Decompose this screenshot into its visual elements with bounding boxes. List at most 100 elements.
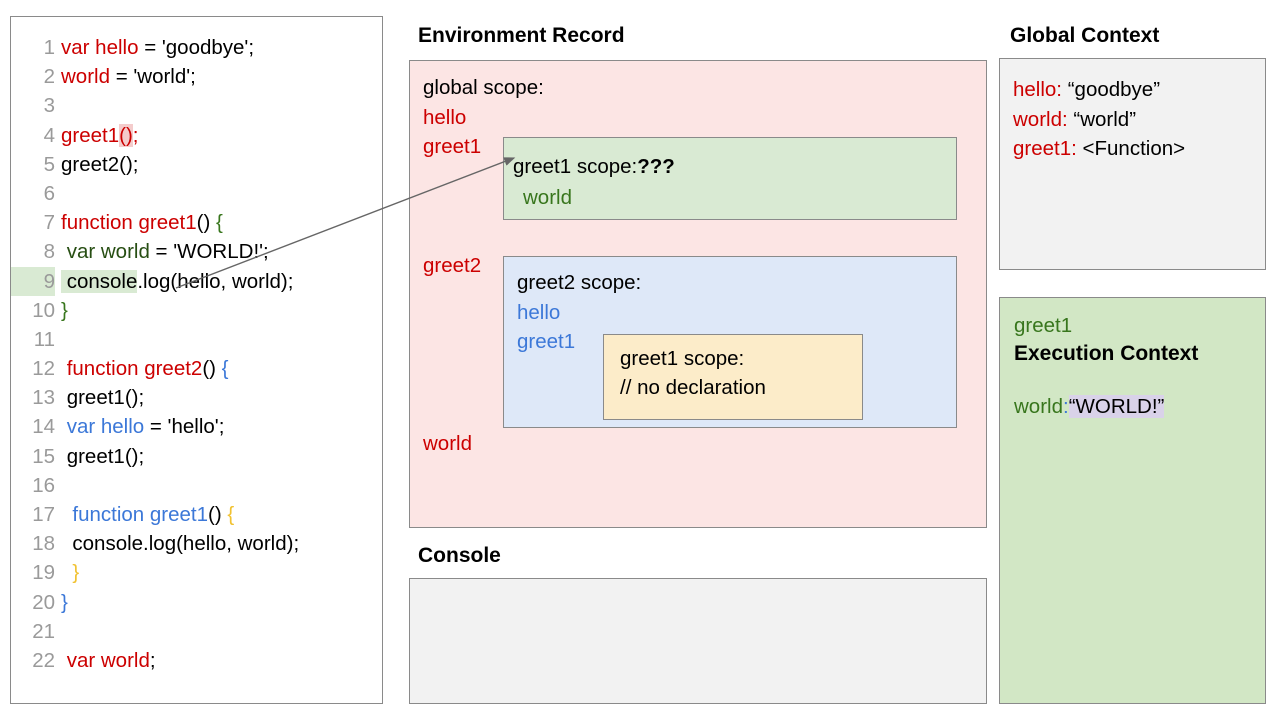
global-context-entry: world: “world” — [1013, 105, 1265, 135]
code-token: function greet1 — [61, 503, 209, 526]
inner-greet1-scope-note: // no declaration — [620, 376, 766, 399]
code-line-text — [55, 94, 61, 117]
line-number: 15 — [32, 444, 55, 468]
code-token: function greet1 — [61, 211, 197, 235]
code-line-text — [55, 182, 61, 205]
global-binding-greet1: greet1 — [423, 135, 482, 158]
code-line-text: function greet2() { — [55, 357, 229, 380]
global-binding-world: world — [423, 432, 472, 455]
code-token: var world — [61, 240, 150, 264]
code-line-text — [55, 328, 61, 351]
line-number: 3 — [43, 94, 55, 118]
code-line: 11 — [11, 325, 382, 354]
code-line: 15 greet1(); — [11, 442, 382, 471]
line-number: 20 — [32, 590, 55, 614]
console-output-box[interactable] — [409, 578, 987, 704]
greet1-scope-header: greet1 scope:??? — [513, 155, 675, 179]
code-line: 6 — [11, 179, 382, 208]
code-token: greet1 — [61, 123, 120, 147]
code-line-text: greet1(); — [55, 123, 139, 147]
code-token: } — [61, 561, 80, 585]
code-line: 21 — [11, 617, 382, 646]
code-line: 9 console.log(hello, world); — [11, 266, 382, 296]
code-line-text — [55, 620, 61, 643]
code-line: 17 function greet1() { — [11, 500, 382, 529]
code-line-text: function greet1() { — [55, 211, 223, 234]
code-line: 14 var hello = 'hello'; — [11, 412, 382, 441]
greet2-scope-box: greet2 scope: hello greet1 greet1 scope:… — [503, 256, 957, 428]
code-line-text: world = 'world'; — [55, 65, 196, 88]
code-line-text: } — [55, 299, 68, 322]
global-context-title: Global Context — [1010, 24, 1160, 47]
code-line: 18 console.log(hello, world); — [11, 529, 382, 558]
code-token: () — [208, 503, 222, 526]
line-number: 11 — [33, 327, 55, 351]
code-token: } — [61, 590, 68, 614]
line-number: 5 — [43, 152, 55, 176]
code-token: function greet2 — [61, 357, 203, 381]
code-line: 8 var world = 'WORLD!'; — [11, 237, 382, 266]
execution-context-function-name: greet1 — [1014, 314, 1073, 337]
code-line-text: greet1(); — [55, 445, 144, 468]
execution-context-variable-key: world — [1014, 395, 1063, 418]
line-number: 17 — [32, 503, 55, 526]
code-line-text — [55, 474, 61, 497]
code-token: = 'world'; — [110, 65, 196, 89]
global-context-entry-key: world: — [1013, 107, 1074, 131]
code-line: 20} — [11, 588, 382, 617]
environment-record-title: Environment Record — [418, 24, 625, 47]
greet1-scope-binding-world: world — [523, 186, 572, 209]
code-token: var world — [61, 648, 150, 672]
code-token: () — [202, 357, 216, 381]
code-token: greet2(); — [61, 152, 139, 176]
code-line-text: } — [55, 591, 68, 614]
line-number: 8 — [43, 240, 55, 264]
inner-greet1-scope-box: greet1 scope: // no declaration — [603, 334, 863, 420]
code-token: () — [119, 123, 133, 147]
line-number: 12 — [32, 357, 55, 381]
code-token: { — [215, 357, 229, 381]
global-context-entry-value: <Function> — [1082, 137, 1186, 160]
code-token: greet1(); — [61, 444, 145, 468]
greet1-scope-box: greet1 scope:??? world — [503, 137, 957, 220]
execution-context-heading: Execution Context — [1014, 342, 1199, 365]
code-token: ; — [149, 648, 156, 672]
code-token: = 'WORLD!'; — [149, 240, 269, 264]
execution-context-variable-value: “WORLD!” — [1068, 395, 1165, 418]
greet2-scope-header: greet2 scope: — [517, 271, 642, 294]
code-line-text: console.log(hello, world); — [55, 269, 293, 293]
code-line-text: function greet1() { — [55, 503, 234, 526]
line-number: 2 — [43, 65, 55, 89]
code-line: 3 — [11, 91, 382, 120]
greet1-scope-unknown-marker: ??? — [637, 155, 675, 178]
code-token: world — [61, 65, 110, 89]
greet1-scope-header-text: greet1 scope: — [513, 155, 638, 178]
code-token: ; — [132, 123, 139, 147]
code-line: 13 greet1(); — [11, 383, 382, 412]
code-token: () — [196, 211, 211, 235]
code-line-text: greet1(); — [55, 386, 144, 409]
code-token: console — [61, 269, 138, 293]
code-line-text: } — [55, 561, 79, 584]
line-number: 13 — [32, 386, 55, 410]
code-token: { — [210, 211, 223, 235]
code-token: = 'hello'; — [144, 415, 225, 439]
global-scope-header: global scope: — [423, 76, 544, 99]
line-number: 18 — [32, 532, 55, 556]
code-line: 16 — [11, 471, 382, 500]
code-line: 12 function greet2() { — [11, 354, 382, 383]
code-token: = 'goodbye'; — [138, 36, 255, 59]
line-number: 22 — [32, 648, 55, 672]
line-number: 1 — [43, 36, 55, 59]
code-token: { — [221, 503, 235, 526]
inner-greet1-scope-header: greet1 scope: — [620, 347, 745, 370]
global-context-entry: greet1: <Function> — [1013, 134, 1265, 164]
code-token: var hello — [61, 415, 145, 439]
console-title: Console — [418, 544, 501, 567]
